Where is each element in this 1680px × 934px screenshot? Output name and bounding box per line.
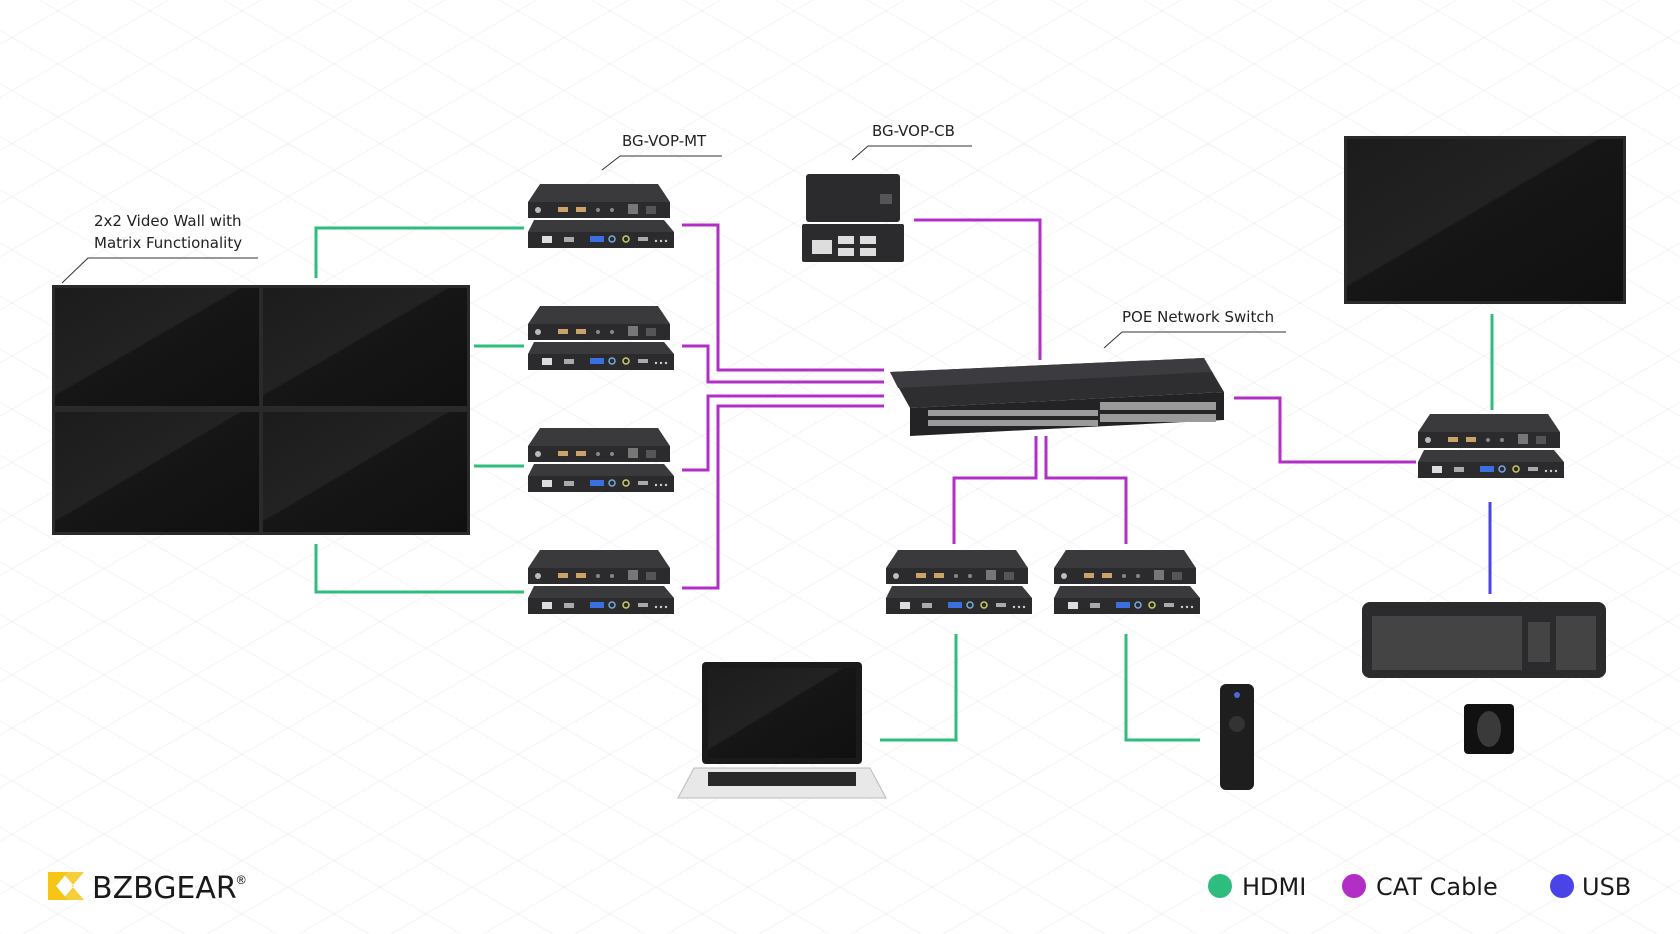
- video-wall-label: 2x2 Video Wall with Matrix Functionality: [61, 212, 258, 284]
- legend-cat-label: CAT Cable: [1376, 873, 1498, 901]
- legend-hdmi-label: HDMI: [1242, 873, 1306, 901]
- video-wall-label-line2: Matrix Functionality: [94, 234, 242, 252]
- bzbgear-logo-icon: [48, 872, 84, 900]
- legend-hdmi-dot: [1208, 874, 1232, 898]
- hdmi-remote-to-extender: [1124, 634, 1200, 742]
- switch-label-text: POE Network Switch: [1122, 308, 1274, 326]
- legend-usb-label: USB: [1582, 873, 1631, 901]
- legend-cat-dot: [1342, 874, 1366, 898]
- mouse: [1464, 704, 1514, 754]
- hdmi-wall-to-mt4: [314, 544, 524, 594]
- hdmi-wall-to-mt1: [314, 226, 524, 278]
- legend-usb-dot: [1550, 874, 1574, 898]
- extender-mt-2: [527, 305, 675, 371]
- brand-mark: ®: [237, 873, 246, 887]
- video-wall-label-line1: 2x2 Video Wall with: [94, 212, 242, 230]
- control-box-cb: [802, 174, 904, 262]
- cat-mt4-to-switch: [682, 404, 884, 590]
- mt-label: BG-VOP-MT: [601, 132, 722, 171]
- extender-mt-3: [527, 427, 675, 493]
- cat-mt2-to-switch: [682, 344, 884, 384]
- cat-switch-to-right-extender: [1234, 396, 1416, 464]
- extender-right: [1417, 413, 1565, 479]
- video-wall: [52, 285, 470, 535]
- cat-switch-to-extender-b: [1044, 436, 1128, 544]
- hdmi-cables: [314, 226, 1494, 742]
- extender-mt-1: [527, 183, 675, 249]
- mt-label-text: BG-VOP-MT: [622, 132, 707, 150]
- laptop: [677, 662, 887, 799]
- legend: HDMI CAT Cable USB: [1208, 873, 1631, 901]
- right-monitor: [1344, 136, 1626, 304]
- cat-cb-to-switch: [914, 218, 1042, 360]
- cat-mt1-to-switch: [682, 223, 884, 372]
- cat-switch-to-extender-a: [952, 436, 1038, 544]
- keyboard: [1362, 602, 1606, 678]
- cb-label: BG-VOP-CB: [851, 122, 972, 161]
- brand-name: BZBGEAR®: [92, 871, 246, 906]
- hdmi-laptop-to-extender: [880, 634, 958, 742]
- brand-name-light: GEAR: [153, 871, 237, 906]
- extender-mid-a: [885, 549, 1033, 615]
- brand-logo: BZBGEAR®: [48, 871, 246, 906]
- cat-mt3-to-switch: [682, 394, 884, 472]
- remote-control: [1220, 684, 1254, 790]
- brand-name-bold: BZB: [92, 871, 153, 906]
- cat-cables: [682, 218, 1416, 590]
- extender-mid-b: [1053, 549, 1201, 615]
- extender-mt-4: [527, 549, 675, 615]
- cb-label-text: BG-VOP-CB: [872, 122, 955, 140]
- poe-network-switch: [890, 358, 1224, 436]
- switch-label: POE Network Switch: [1103, 308, 1286, 349]
